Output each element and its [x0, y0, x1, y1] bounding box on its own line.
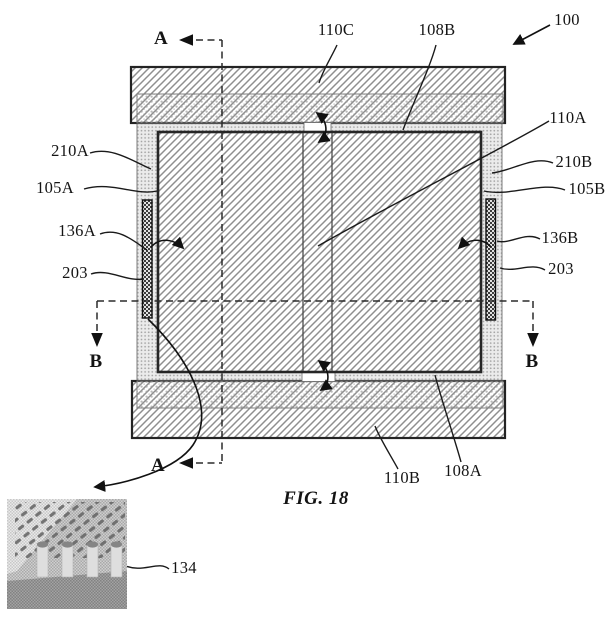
section-b-left-arrow [91, 333, 103, 347]
ref-label-110C: 110C [317, 20, 355, 39]
section-b-right-arrow [527, 333, 539, 347]
ref-label-203-left: 203 [62, 263, 88, 282]
strip-136B [485, 198, 497, 321]
leader-134 [122, 564, 170, 570]
ref-label-105B: 105B [568, 179, 606, 198]
ref-label-110A: 110A [549, 108, 587, 127]
ref-label-136B: 136B [541, 228, 579, 247]
ref-label-134: 134 [171, 558, 197, 577]
figure-caption: FIG. 18 [283, 488, 349, 509]
strip-136A [141, 199, 153, 319]
section-label-b-right: B [525, 351, 539, 372]
section-line-b-stubs [96, 301, 534, 334]
center-spine-lines [302, 133, 333, 371]
main-assembly [129, 65, 507, 440]
leader-108A [434, 374, 462, 463]
hinge-arrow-top [315, 111, 331, 144]
ref-label-136A: 136A [58, 221, 96, 240]
hinge-arrow-bottom [317, 359, 333, 392]
inset-front-pillars [36, 541, 123, 578]
leader-105A [83, 185, 158, 193]
inset-pointer-arrow [93, 318, 203, 492]
ref-label-108A: 108A [444, 461, 482, 480]
main-plate-110A [156, 130, 483, 374]
pillar-inset-134 [7, 499, 127, 609]
ref-label-210B: 210B [555, 152, 593, 171]
leader-203-right [499, 266, 546, 271]
leader-110B [374, 425, 399, 470]
ref-label-210A: 210A [51, 141, 89, 160]
arrows [93, 24, 551, 492]
adhesive-layer-108A [136, 380, 504, 409]
adhesive-layer-108B [136, 93, 504, 124]
section-a-top-arrow [179, 34, 193, 46]
leader-lines [83, 44, 566, 570]
flip-arrow-136B [457, 236, 492, 250]
section-label-a-top: A [153, 28, 169, 49]
arrow-100 [512, 24, 551, 45]
section-a-bottom-arrow [179, 457, 193, 469]
leader-210A [89, 150, 152, 170]
leader-110A [317, 120, 550, 247]
ref-label-108B: 108B [418, 20, 456, 39]
leader-105B [483, 186, 566, 194]
section-label-b-left: B [89, 351, 103, 372]
leader-136B [496, 235, 541, 243]
flip-arrow-136A [150, 236, 185, 250]
leader-210B [491, 160, 554, 174]
section-arrowheads [91, 34, 539, 469]
ref-label-110B: 110B [383, 468, 421, 487]
leader-203-left [90, 271, 144, 281]
section-line-a-stubs [196, 39, 222, 464]
leader-110C [318, 44, 338, 84]
leader-136A [99, 231, 148, 251]
leader-108B [402, 44, 437, 131]
ref-label-105A: 105A [36, 178, 74, 197]
section-label-a-bottom: A [150, 455, 166, 476]
ref-label-203-right: 203 [548, 259, 574, 278]
inset-substrate [7, 571, 127, 609]
ref-label-100: 100 [554, 10, 580, 29]
section-lines [96, 39, 534, 464]
